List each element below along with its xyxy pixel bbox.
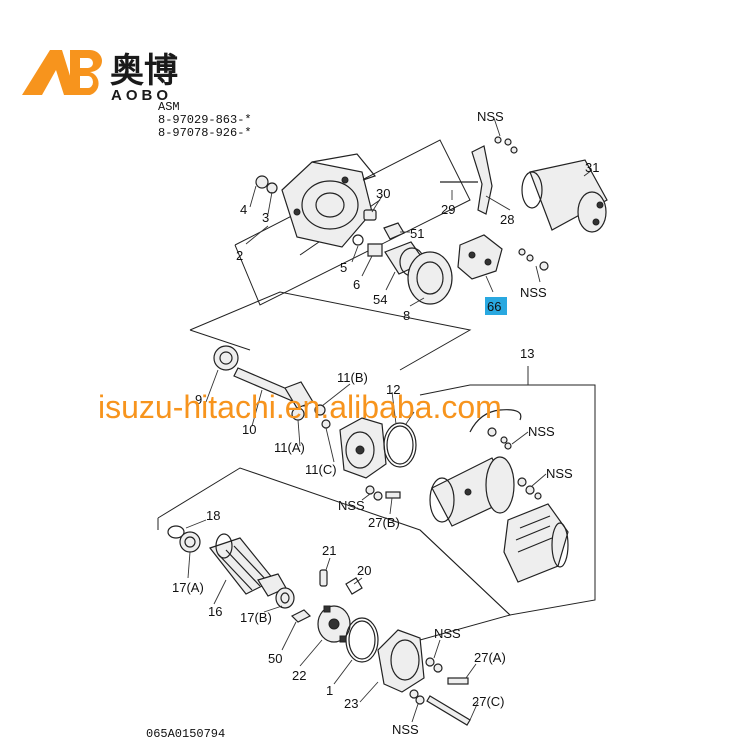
callout-nss-cover: NSS [434,626,461,641]
callout-27a: 27(A) [474,650,506,665]
callout-12: 12 [386,382,400,397]
callout-3: 3 [262,210,269,225]
logo-cn-text: 奥博 [110,51,178,91]
brush-holder-part-22 [317,605,351,643]
bolt-part-27a [447,677,469,685]
callout-17a: 17(A) [172,580,204,595]
callout-5: 5 [340,260,347,275]
bearing-part-9 [213,345,239,371]
washer-part-3 [266,182,278,194]
shaft-part-10 [233,367,314,409]
callout-2: 2 [236,248,243,263]
lever-part-28 [471,145,493,215]
callout-nss-lead: NSS [528,424,555,439]
callout-22: 22 [292,668,306,683]
bolt-part-27c [426,695,471,726]
watermark-text: isuzu-hitachi.en.alibaba.com [98,389,502,425]
end-cover-part-23 [377,629,425,693]
middle-assembly-group [189,291,472,515]
magnetic-switch-part-66 [457,234,503,280]
callout-nss-yoke: NSS [546,466,573,481]
top-assembly-group [234,117,608,307]
callout-17b: 17(B) [240,610,272,625]
washer-part-18 [167,525,185,539]
gear-case [339,417,387,479]
lead-wire [469,409,522,433]
callout-18: 18 [206,508,220,523]
logo-a-shape [22,50,76,95]
callout-29: 29 [441,202,455,217]
callout-9: 9 [195,392,202,407]
callout-nss-case: NSS [338,498,365,513]
bearing-part-17a [179,531,201,553]
callout-31: 31 [585,160,599,175]
asm-part-number-1: 8-97029-863-* [158,113,252,127]
callout-66-highlight: 66 [485,297,507,315]
pinion-part-6 [367,243,383,257]
bearing-part-17b [275,587,295,609]
callout-50: 50 [268,651,282,666]
callout-51: 51 [410,226,424,241]
part-21 [319,569,328,587]
callout-66: 66 [487,299,501,314]
callout-54: 54 [373,292,387,307]
bolt-part-4 [255,175,269,189]
logo-b-shape [70,50,102,95]
callout-27c: 27(C) [472,694,505,709]
callout-13: 13 [520,346,534,361]
oring-part-12 [383,422,417,468]
callout-nss-top: NSS [477,109,504,124]
callout-30: 30 [376,186,390,201]
callout-21: 21 [322,543,336,558]
asm-label: ASM [158,100,180,114]
callout-4: 4 [240,202,247,217]
armature-part-16 [209,533,287,597]
asm-part-number-2: 8-97078-926-* [158,126,252,140]
callout-27b: 27(B) [368,515,400,530]
callout-16: 16 [208,604,222,619]
bolt-part-27b [385,491,401,499]
callout-6: 6 [353,277,360,292]
solenoid-part-31 [521,159,608,233]
callout-nss-bottom: NSS [392,722,419,737]
callout-11c: 11(C) [305,462,337,477]
washer-part-11b [314,404,326,416]
logo-en-text: AOBO [111,87,172,104]
part-20 [345,577,363,595]
oring-part-5 [352,234,364,246]
callout-nss-switch: NSS [520,285,547,300]
yoke-part [429,456,515,527]
callout-11b: 11(B) [337,370,368,385]
callout-28: 28 [500,212,514,227]
part-50 [290,609,312,623]
aobo-logo: 奥博 AOBO [22,50,178,104]
highlight-box [485,297,507,315]
part-51 [383,222,405,240]
ring-gear-part-8 [407,251,453,305]
pole-shoe-parts [503,503,569,583]
gear-housing [281,153,377,248]
yoke-assembly-group [419,366,596,616]
callout-10: 10 [242,422,256,437]
callout-23: 23 [344,696,358,711]
bottom-assembly-group [157,467,511,726]
callout-20: 20 [357,563,371,578]
callout-11a: 11(A) [274,440,305,455]
callout-1: 1 [326,683,333,698]
drawing-number: 065A0150794 [146,727,225,741]
part-30 [363,209,377,221]
callout-8: 8 [403,308,410,323]
oring-part-1 [345,617,379,663]
